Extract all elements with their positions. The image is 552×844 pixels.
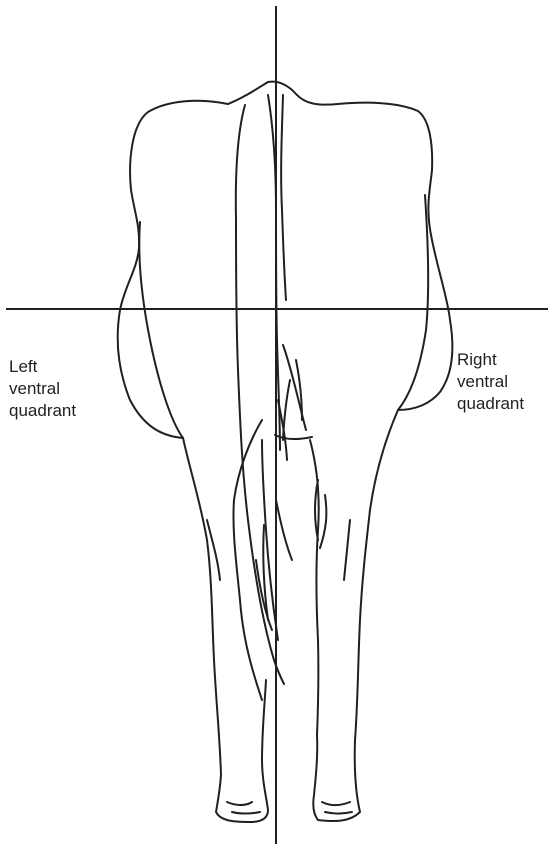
left-inner-thigh-line [139, 222, 183, 438]
left-leg-inner [233, 420, 262, 700]
right-hoof-line [325, 812, 352, 814]
rump-top-outline [118, 101, 228, 438]
right-hock-line [344, 520, 350, 580]
right-dewclaw [322, 802, 350, 805]
left-label-line-3: quadrant [9, 400, 76, 422]
right-label-line-3: quadrant [457, 393, 524, 415]
tail-right-edge [268, 95, 280, 450]
right-label-line-2: ventral [457, 371, 524, 393]
right-inner-thigh-line [398, 195, 428, 410]
left-label-line-2: ventral [9, 378, 76, 400]
left-leg-outer [183, 438, 268, 822]
right-ventral-quadrant-label: Right ventral quadrant [457, 349, 524, 415]
tail-switch-right [281, 95, 286, 300]
left-dewclaw [227, 802, 252, 805]
rump-top-center [228, 82, 452, 410]
leg-strand-right-2 [320, 495, 326, 548]
left-ventral-quadrant-label: Left ventral quadrant [9, 356, 76, 422]
left-hoof-line [232, 812, 260, 814]
right-leg-outer [313, 410, 398, 821]
left-label-line-1: Left [9, 356, 76, 378]
right-label-line-1: Right [457, 349, 524, 371]
tail-strand-1 [276, 500, 292, 560]
